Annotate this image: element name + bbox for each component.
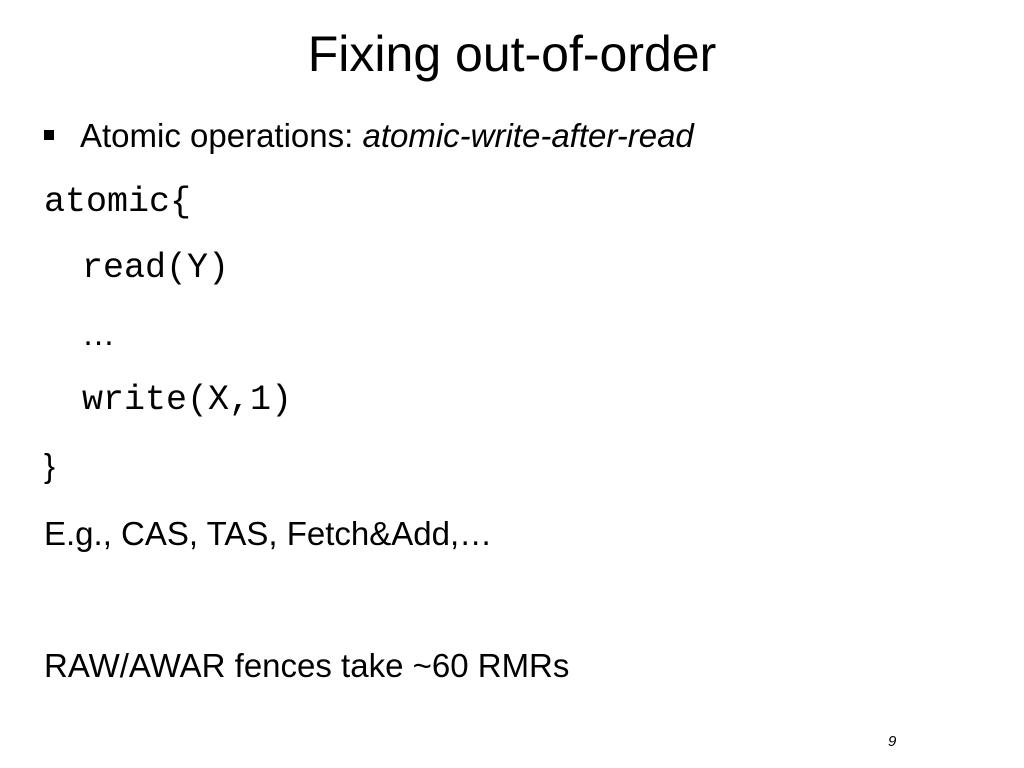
page-number: 9	[888, 733, 897, 750]
example-text: E.g., CAS, TAS, Fetch&Add,…	[44, 515, 493, 552]
code-line-close: }	[44, 447, 56, 484]
bullet-label: Atomic operations:	[80, 117, 363, 154]
slide-title: Fixing out-of-order	[307, 26, 717, 82]
code-line-open: atomic{	[44, 182, 192, 222]
square-bullet-icon	[44, 130, 54, 141]
code-line-ellipsis: …	[82, 315, 115, 352]
code-line-read: read(Y)	[82, 248, 230, 288]
bullet-item: Atomic operations: atomic-write-after-re…	[44, 114, 694, 158]
bullet-emphasis: atomic-write-after-read	[362, 117, 694, 154]
note-text: RAW/AWAR fences take ~60 RMRs	[44, 647, 570, 684]
code-line-write: write(X,1)	[82, 380, 293, 420]
